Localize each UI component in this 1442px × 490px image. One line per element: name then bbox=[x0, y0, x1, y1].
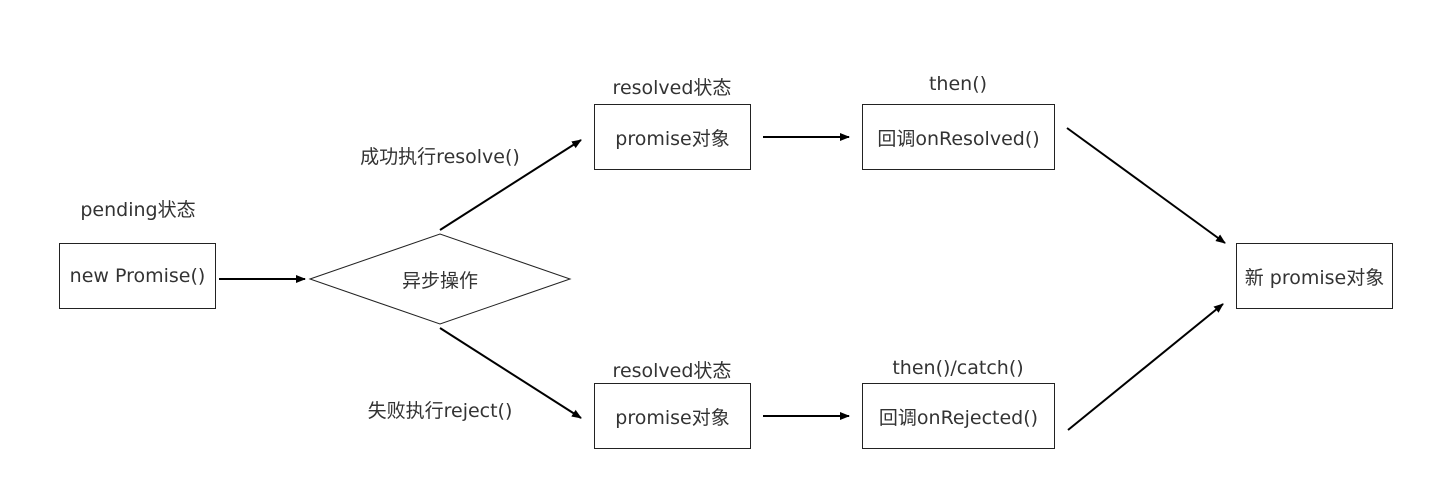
promise-object-bottom-text: promise对象 bbox=[615, 406, 730, 429]
new-promise-object-text: 新 promise对象 bbox=[1244, 266, 1385, 289]
resolved-state-bottom-label: resolved状态 bbox=[612, 360, 732, 382]
resolved-state-top-label: resolved状态 bbox=[612, 77, 732, 99]
promise-object-bottom-box: promise对象 bbox=[594, 383, 751, 449]
pending-state-label: pending状态 bbox=[80, 199, 196, 221]
on-rejected-box: 回调onRejected() bbox=[862, 383, 1055, 449]
new-promise-box: new Promise() bbox=[59, 243, 216, 309]
async-operation-diamond bbox=[308, 233, 572, 325]
arrow-onrejected-to-new-promise bbox=[1067, 303, 1224, 431]
reject-edge-label: 失败执行reject() bbox=[367, 400, 513, 422]
then-catch-label: then()/catch() bbox=[892, 357, 1024, 379]
on-resolved-box: 回调onResolved() bbox=[862, 104, 1055, 170]
promise-object-top-text: promise对象 bbox=[615, 127, 730, 150]
on-rejected-text: 回调onRejected() bbox=[878, 406, 1039, 429]
async-operation-text: 异步操作 bbox=[401, 270, 478, 292]
on-resolved-text: 回调onResolved() bbox=[877, 127, 1040, 150]
then-label: then() bbox=[928, 73, 988, 95]
arrow-onresolved-to-new-promise bbox=[1066, 127, 1226, 244]
promise-object-top-box: promise对象 bbox=[594, 104, 751, 170]
new-promise-text: new Promise() bbox=[69, 265, 206, 287]
arrow-resolve bbox=[439, 139, 582, 231]
new-promise-object-box: 新 promise对象 bbox=[1236, 243, 1393, 309]
resolve-edge-label: 成功执行resolve() bbox=[360, 146, 520, 168]
arrow-reject bbox=[439, 327, 582, 419]
